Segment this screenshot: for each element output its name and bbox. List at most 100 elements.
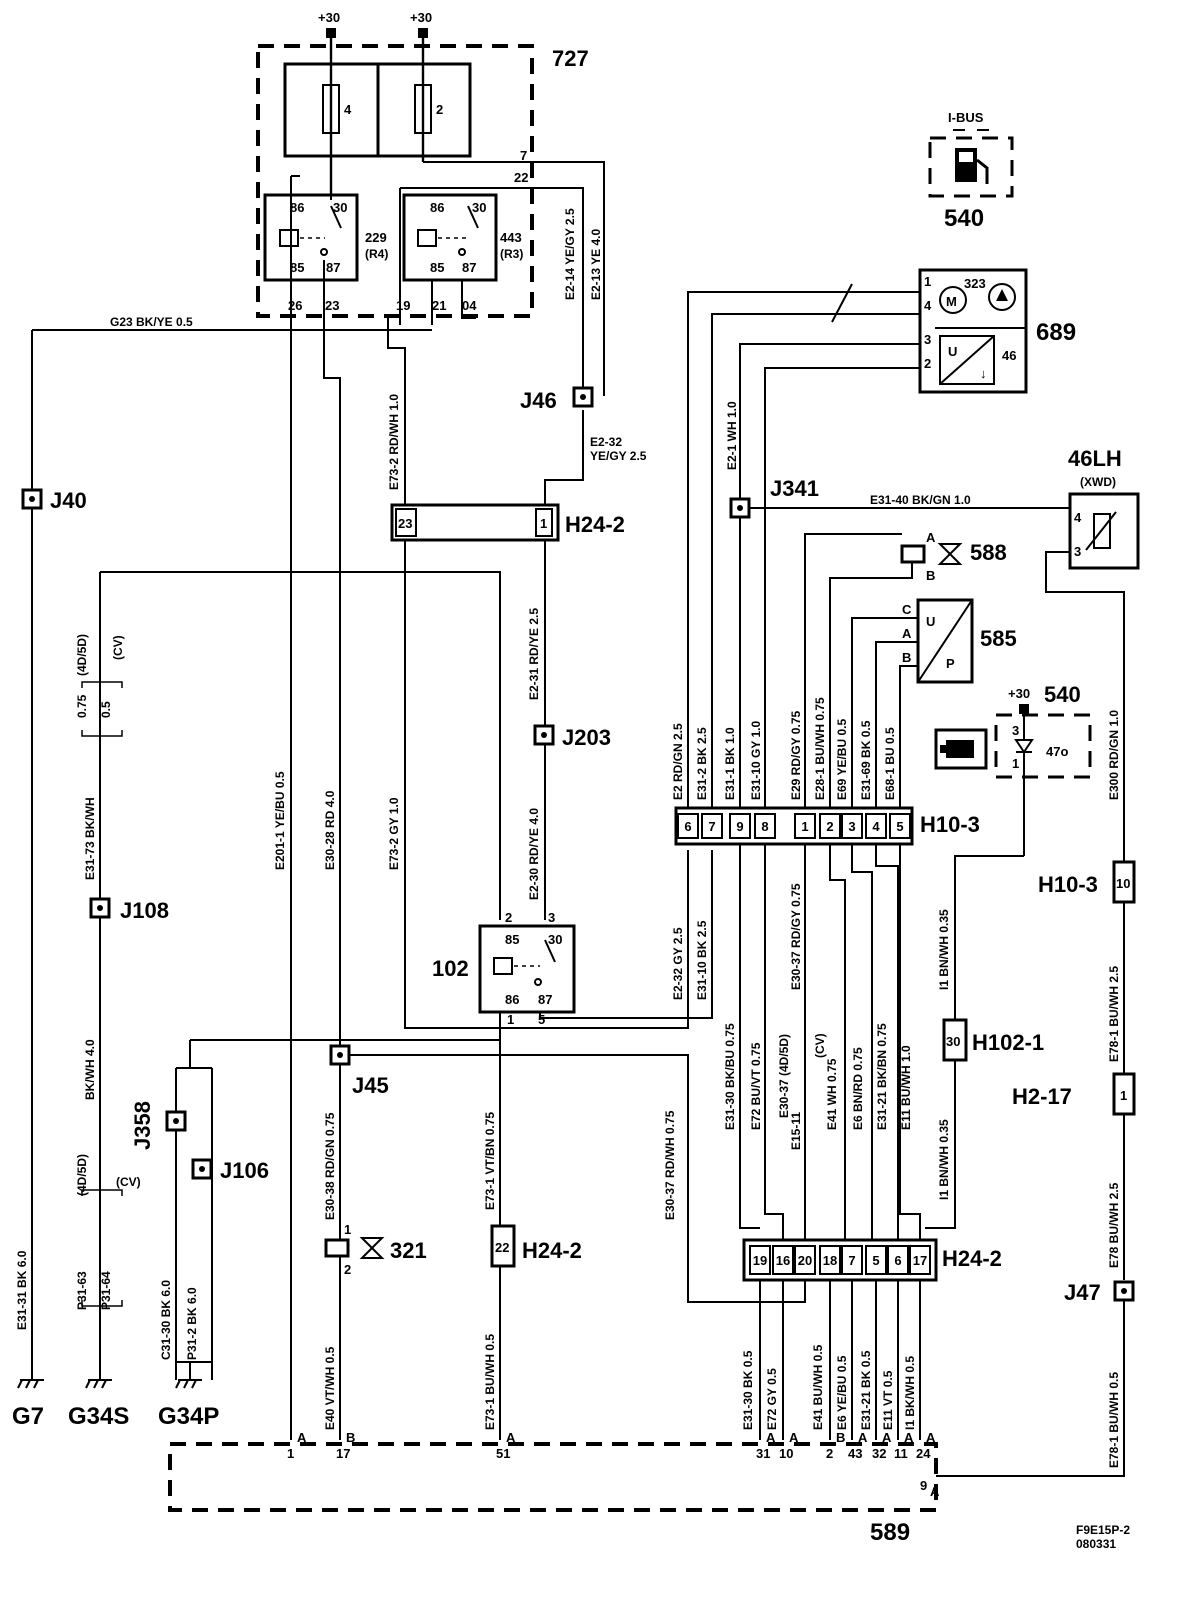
svg-text:P31-2 BK 6.0: P31-2 BK 6.0 — [185, 1287, 199, 1360]
svg-text:E11 VT 0.5: E11 VT 0.5 — [881, 1370, 895, 1430]
svg-text:86: 86 — [430, 200, 444, 215]
svg-text:3: 3 — [1074, 544, 1081, 559]
svg-text:85: 85 — [505, 932, 519, 947]
svg-text:G23 BK/YE 0.5: G23 BK/YE 0.5 — [110, 315, 193, 329]
svg-text:A: A — [926, 530, 936, 545]
ecu-pin-number: 17 — [336, 1446, 350, 1461]
ecu-pin-number: 24 — [916, 1446, 931, 1461]
svg-text:3: 3 — [548, 910, 555, 925]
svg-text:23: 23 — [325, 298, 339, 313]
ground-g34p-icon — [175, 1361, 212, 1389]
svg-text:J45: J45 — [352, 1073, 389, 1098]
svg-text:E6 BN/RD 0.75: E6 BN/RD 0.75 — [851, 1047, 865, 1130]
ecu-pin-number: 2 — [826, 1446, 833, 1461]
supply-label: +30 — [318, 10, 340, 25]
svg-text:G34P: G34P — [158, 1403, 219, 1430]
svg-text:540: 540 — [1044, 682, 1081, 707]
svg-text:E30-28 RD 4.0: E30-28 RD 4.0 — [323, 790, 337, 870]
wires-h10-to-h24 — [739, 844, 956, 1240]
connector-h10-3-right: 10 H10-3 — [1038, 860, 1136, 1074]
svg-text:(R3): (R3) — [500, 247, 523, 261]
grounds: G7 G34S G34P — [12, 1361, 219, 1430]
svg-text:J108: J108 — [120, 898, 169, 923]
svg-text:E31-1 BK 1.0: E31-1 BK 1.0 — [723, 727, 737, 800]
valve-588: A B 588 — [804, 530, 1007, 808]
ground-g34s-icon — [85, 1379, 112, 1389]
wires-727 — [31, 161, 605, 1440]
ecu-pin-number: 32 — [872, 1446, 886, 1461]
ecu-pin-number: 11 — [894, 1446, 908, 1461]
svg-text:J106: J106 — [220, 1158, 269, 1183]
h10-3-pin-label: 3 — [848, 819, 855, 834]
h10-3-pin-label: 6 — [684, 819, 691, 834]
svg-text:589: 589 — [870, 1519, 910, 1546]
svg-text:U: U — [948, 344, 957, 359]
h10-3-pin-label: 4 — [872, 819, 880, 834]
svg-text:47o: 47o — [1046, 744, 1068, 759]
ground-g7-icon — [17, 1379, 44, 1389]
h10-3-pin-label: 5 — [896, 819, 903, 834]
svg-text:3: 3 — [924, 332, 931, 347]
svg-text:E2-13 YE 4.0: E2-13 YE 4.0 — [589, 229, 603, 300]
svg-text:YE/GY 2.5: YE/GY 2.5 — [590, 449, 647, 463]
svg-text:E40 VT/WH 0.5: E40 VT/WH 0.5 — [323, 1346, 337, 1430]
svg-text:M: M — [946, 294, 957, 309]
connector-h102-1: 30 H102-1 — [942, 1018, 1044, 1062]
svg-text:G7: G7 — [12, 1403, 44, 1430]
svg-text:E31-21 BK 0.5: E31-21 BK 0.5 — [859, 1350, 873, 1430]
ecu-pin-side: A — [930, 1484, 940, 1499]
svg-text:85: 85 — [290, 260, 304, 275]
svg-text:1: 1 — [924, 274, 931, 289]
svg-text:0.75: 0.75 — [75, 694, 89, 718]
ecu-pin-side: A — [506, 1430, 516, 1445]
h10-3-pin — [889, 813, 911, 839]
h24-2-pin-label: 17 — [913, 1253, 927, 1268]
svg-text:102: 102 — [432, 956, 469, 981]
h10-3-pin — [729, 813, 751, 839]
svg-text:2: 2 — [344, 1262, 351, 1277]
svg-text:321: 321 — [390, 1238, 427, 1263]
svg-text:10: 10 — [1116, 876, 1130, 891]
svg-text:H2-17: H2-17 — [1012, 1084, 1072, 1109]
connector-h24-2-top: 23 1 H24-2 — [390, 503, 625, 542]
svg-text:86: 86 — [505, 992, 519, 1007]
svg-text:46: 46 — [1002, 348, 1016, 363]
svg-text:E29 RD/GY 0.75: E29 RD/GY 0.75 — [789, 711, 803, 800]
h10-3-pin — [865, 813, 887, 839]
svg-text:P31-64: P31-64 — [99, 1271, 113, 1310]
svg-text:30: 30 — [472, 200, 486, 215]
svg-text:30: 30 — [333, 200, 347, 215]
svg-text:22: 22 — [514, 170, 528, 185]
supply-label: +30 — [410, 10, 432, 25]
svg-text:E69 YE/BU 0.5: E69 YE/BU 0.5 — [835, 719, 849, 800]
h10-3-pin — [841, 813, 863, 839]
svg-text:E31-30 BK 0.5: E31-30 BK 0.5 — [741, 1350, 755, 1430]
svg-text:22: 22 — [495, 1240, 509, 1255]
svg-text:C31-30 BK 6.0: C31-30 BK 6.0 — [159, 1280, 173, 1360]
svg-text:J341: J341 — [770, 476, 819, 501]
h24-2-pin-label: 18 — [823, 1253, 837, 1268]
component-540-lamp: +30 540 3 1 47o — [934, 682, 1092, 1020]
svg-text:J203: J203 — [562, 725, 611, 750]
ecu-pin-side: A — [858, 1430, 868, 1445]
svg-text:E2-32 GY 2.5: E2-32 GY 2.5 — [671, 927, 685, 1000]
svg-text:87: 87 — [462, 260, 476, 275]
svg-text:E31-30 BK/BU 0.75: E31-30 BK/BU 0.75 — [723, 1023, 737, 1130]
ecu-pin-side: A — [766, 1430, 776, 1445]
svg-text:B: B — [926, 568, 935, 583]
svg-text:E31-73 BK/WH: E31-73 BK/WH — [83, 797, 97, 880]
svg-text:585: 585 — [980, 626, 1017, 651]
svg-text:J358: J358 — [130, 1101, 155, 1150]
svg-text:E31-10 BK 2.5: E31-10 BK 2.5 — [695, 920, 709, 1000]
svg-text:19: 19 — [396, 298, 410, 313]
svg-text:2: 2 — [924, 356, 931, 371]
svg-text:46LH: 46LH — [1068, 446, 1122, 471]
svg-text:E2 RD/GN 2.5: E2 RD/GN 2.5 — [671, 723, 685, 800]
svg-text:E31-21 BK/BN 0.75: E31-21 BK/BN 0.75 — [875, 1023, 889, 1130]
ecu-pin-side: B — [836, 1430, 845, 1445]
ecu-pin-number: 1 — [287, 1446, 294, 1461]
sensor-46 — [939, 335, 995, 385]
h24-2-pin-label: 16 — [776, 1253, 790, 1268]
